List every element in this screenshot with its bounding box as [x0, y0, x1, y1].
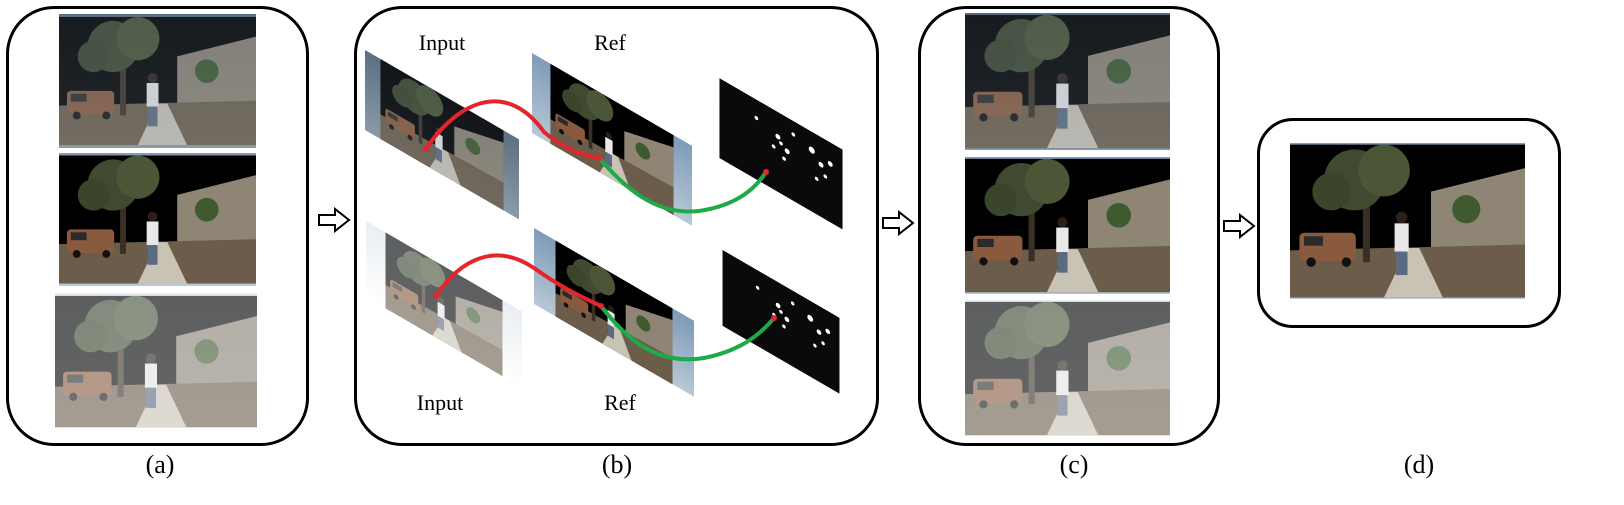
bottom-red-curve [434, 253, 602, 308]
label-bottom-input: Input [416, 390, 464, 415]
top-green-curve [597, 156, 768, 214]
panel-a-frame-2 [59, 153, 256, 286]
top-mask-frame [719, 78, 843, 230]
caption-b: (b) [601, 450, 633, 479]
bottom-mask-frame [722, 249, 840, 394]
panel-a-frame-3 [55, 293, 257, 430]
arrow-right-icon [1223, 213, 1256, 239]
label-bottom-ref: Ref [604, 390, 636, 415]
panel-a-frame-1 [59, 14, 256, 148]
bottom-input-frame [366, 221, 522, 388]
label-top-ref: Ref [594, 30, 626, 55]
caption-a: (a) [145, 450, 175, 479]
bottom-green-curve [599, 304, 776, 362]
top-input-frame [365, 50, 519, 220]
panel-b-matching-diagram [365, 50, 843, 397]
panel-c-frame-1 [965, 13, 1170, 150]
arrow-right-icon [882, 210, 915, 236]
caption-c: (c) [1059, 450, 1089, 479]
bottom-ref-frame [534, 228, 694, 397]
panel-c-frame-2 [965, 157, 1170, 294]
panel-b-matching [354, 6, 879, 446]
panel-d-output-image [1290, 143, 1525, 299]
caption-d: (d) [1403, 450, 1435, 479]
panel-c-frame-3 [965, 300, 1170, 437]
label-top-input: Input [418, 30, 466, 55]
top-red-curve [424, 99, 600, 160]
top-ref-frame [532, 53, 692, 226]
arrow-right-icon [318, 207, 351, 233]
